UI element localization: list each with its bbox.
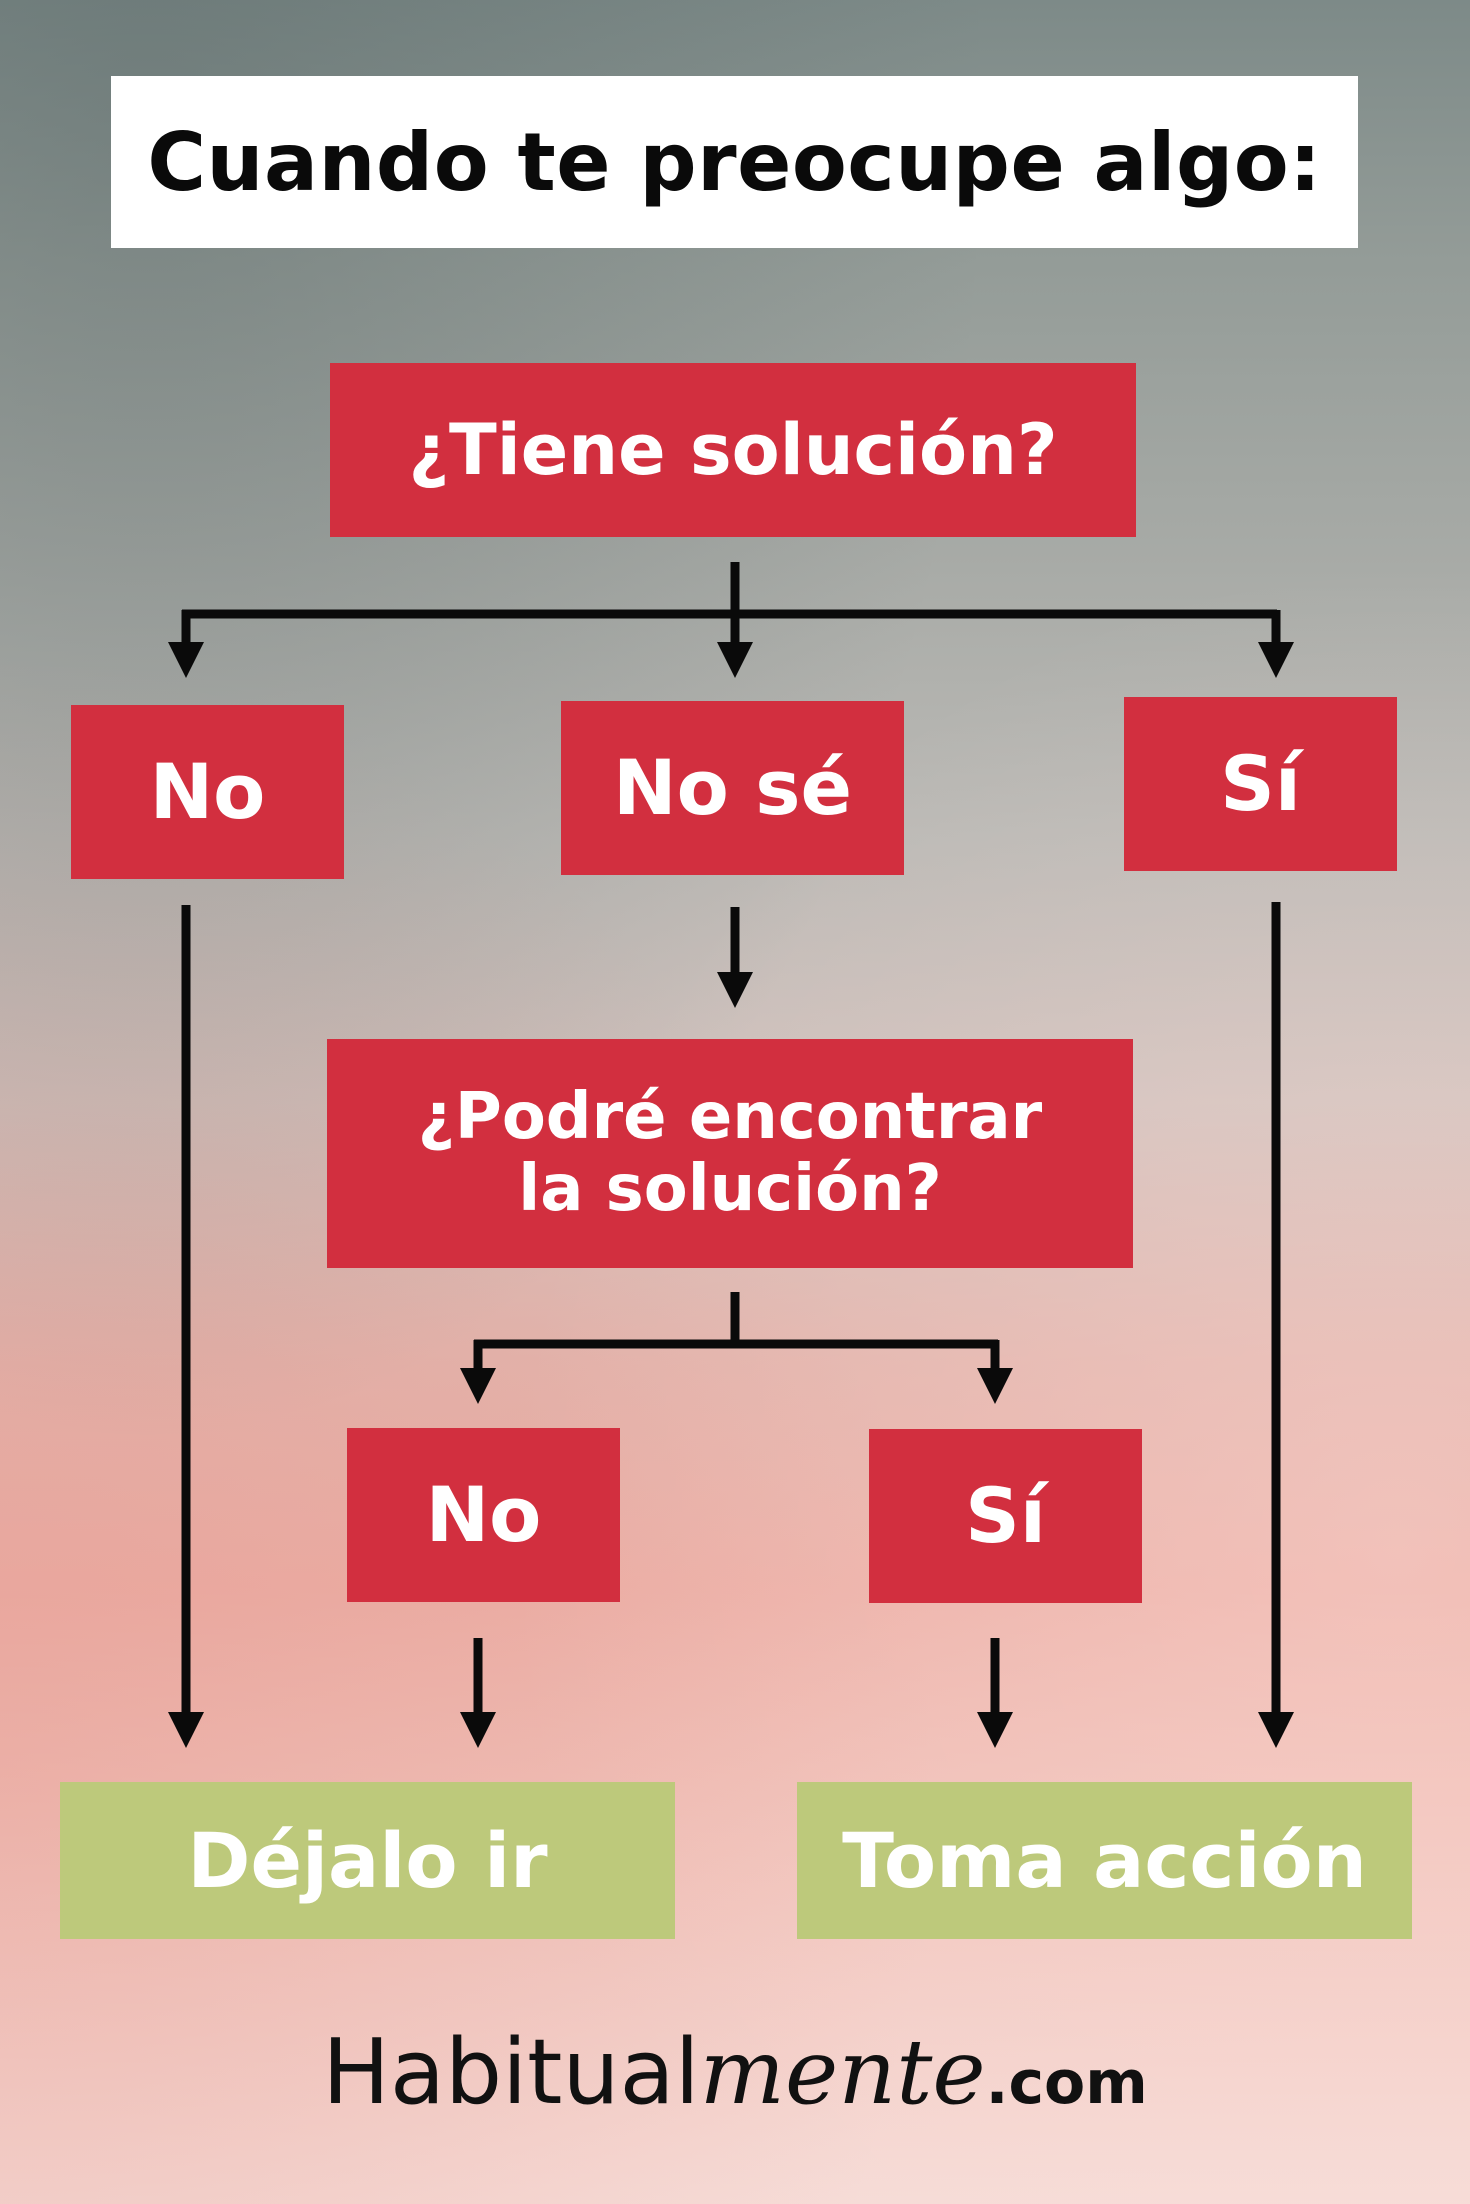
brand-main: Habitual xyxy=(322,2020,700,2125)
answer-box-no-level2: No xyxy=(347,1428,620,1602)
question-box-podre-encontrar: ¿Podré encontrar la solución? xyxy=(327,1039,1133,1268)
outcome-label: Déjalo ir xyxy=(187,1815,548,1905)
answer-box-si: Sí xyxy=(1124,697,1397,871)
outcome-box-toma-accion: Toma acción xyxy=(797,1782,1412,1939)
question-label: ¿Tiene solución? xyxy=(408,408,1058,491)
answer-box-no: No xyxy=(71,705,344,879)
answer-box-si-level2: Sí xyxy=(869,1429,1142,1603)
brand-italic: mente xyxy=(699,2020,986,2125)
page-title: Cuando te preocupe algo: xyxy=(147,115,1322,209)
outcome-label: Toma acción xyxy=(842,1815,1367,1905)
question-label-line1: ¿Podré encontrar xyxy=(417,1079,1043,1154)
answer-label: No xyxy=(425,1470,542,1560)
answer-label: Sí xyxy=(1220,739,1301,829)
brand-logo: Habitualmente.com xyxy=(0,2020,1470,2125)
outcome-box-dejalo-ir: Déjalo ir xyxy=(60,1782,675,1939)
answer-label: No sé xyxy=(612,743,853,833)
question-box-tiene-solucion: ¿Tiene solución? xyxy=(330,363,1136,537)
answer-label: Sí xyxy=(965,1471,1046,1561)
answer-label: No xyxy=(149,747,266,837)
question-label-line2: la solución? xyxy=(518,1151,942,1226)
title-banner: Cuando te preocupe algo: xyxy=(111,76,1358,248)
brand-tld: .com xyxy=(985,2048,1148,2118)
answer-box-no-se: No sé xyxy=(561,701,904,875)
